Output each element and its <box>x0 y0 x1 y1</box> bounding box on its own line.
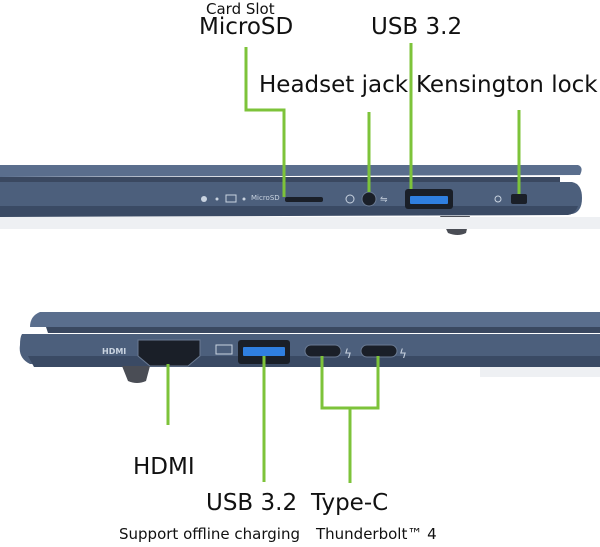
lid-shadow-bottom <box>46 327 600 333</box>
bottom-callouts <box>166 356 380 483</box>
headset-jack-label: Headset jack <box>259 72 409 98</box>
hdmi-print-label: HDMI <box>102 347 126 356</box>
vent-area-bottom <box>480 367 600 377</box>
card-slot-label: Card Slot <box>206 0 275 18</box>
rubber-foot-bottom <box>122 366 150 383</box>
hdmi-port <box>137 339 201 367</box>
usb-port-bottom-tongue <box>243 347 285 356</box>
usb-charging-print-icon <box>215 344 233 355</box>
power-light-icon <box>201 196 207 202</box>
usb-offline-charging-label: Support offline charging <box>119 525 300 543</box>
lid-edge <box>0 165 582 177</box>
microsd-print-label: MicroSD <box>251 194 280 202</box>
usb-print-icon: ⇋ <box>380 195 388 205</box>
base-lower-edge <box>0 206 578 217</box>
top-callouts <box>244 43 521 197</box>
microsd-slot <box>285 197 323 202</box>
status-dot <box>215 197 219 201</box>
thunderbolt-icon-1: ϟ <box>344 347 352 361</box>
typec-label: Type-C <box>311 490 389 516</box>
laptop-bottom-view: HDMI ϟ ϟ <box>19 312 600 383</box>
base-lower-edge-bottom <box>28 356 600 367</box>
thunderbolt-icon-2: ϟ <box>399 347 407 361</box>
lid-edge-bottom <box>30 312 600 327</box>
headset-print-icon <box>345 194 355 204</box>
typec-port-1 <box>304 344 342 358</box>
hdmi-label: HDMI <box>133 454 195 480</box>
usb-bottom-label: USB 3.2 <box>206 490 298 516</box>
callout-microsd <box>244 47 286 197</box>
lock-print-icon <box>494 195 502 203</box>
vent-area <box>0 217 600 229</box>
kensington-lock-label: Kensington lock <box>416 72 598 98</box>
typec-port-2 <box>360 344 398 358</box>
headset-jack-port <box>361 191 377 207</box>
status-dot-2 <box>242 197 246 201</box>
battery-icon <box>225 194 237 203</box>
kensington-slot <box>511 194 527 204</box>
microsd-label: MicroSD <box>199 14 294 40</box>
laptop-top-view: ⇋ <box>0 165 600 235</box>
usb-port-top-tongue <box>410 196 448 204</box>
thunderbolt-label: Thunderbolt™ 4 <box>316 525 437 543</box>
usb-top-label: USB 3.2 <box>371 14 463 40</box>
lid-shadow <box>0 177 560 182</box>
